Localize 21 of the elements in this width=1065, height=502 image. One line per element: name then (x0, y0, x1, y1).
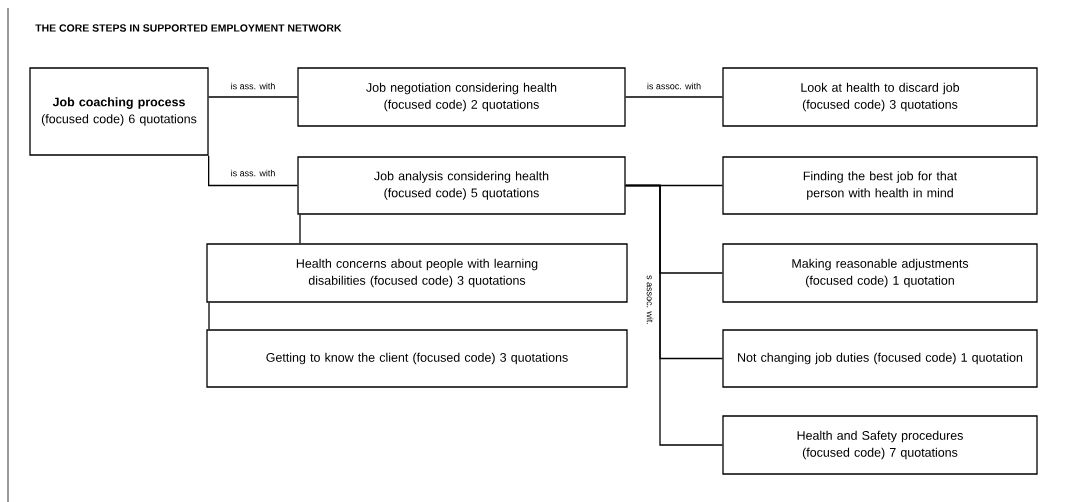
connector-line (208, 302, 210, 330)
code-box: Not changing job duties (focused code) 1 quotation (722, 329, 1038, 388)
code-box: Making reasonable adjustments (focused code) 1 quotation (722, 243, 1038, 303)
title: THE CORE STEPS IN SUPPORTED EMPLOYMENT NETWORK (35, 24, 342, 32)
code-box: Health and Safety procedures (focused code) 7 quotations (722, 415, 1038, 475)
connector-line (208, 155, 298, 187)
code-box: Job analysis considering health (focused code) 5 quotations (297, 156, 626, 215)
code-box: Look at health to discard job (focused code) 3 quotations (722, 67, 1038, 127)
code-box: Health concerns about people with learning disabilities (focused code) 3 quotations (206, 243, 628, 303)
connector-line (625, 96, 723, 98)
connector-line (625, 184, 723, 446)
edge-label: is assoc. with (645, 81, 703, 91)
connector-line (208, 96, 298, 98)
code-box: Getting to know the client (focused code) 3 quotations (206, 329, 628, 388)
edge-label: s assoc. wit. (645, 274, 655, 326)
code-box: Job negotiation considering health (focused code) 2 quotations (297, 67, 626, 127)
edge-label: is ass. with (229, 81, 277, 91)
code-box: Job coaching process (focused code) 6 quotations (29, 67, 209, 156)
code-box: Finding the best job for that person with health in mind (722, 156, 1038, 215)
edge-label: is ass. with (229, 168, 277, 178)
connector-line (299, 214, 301, 244)
